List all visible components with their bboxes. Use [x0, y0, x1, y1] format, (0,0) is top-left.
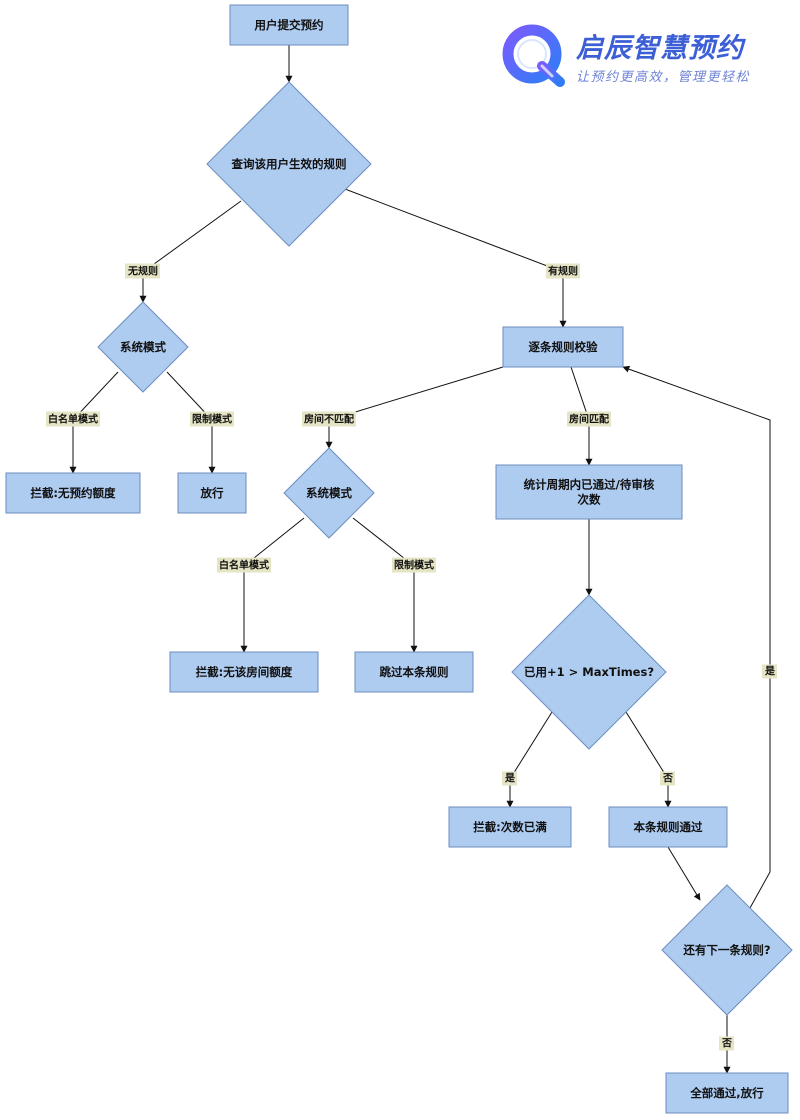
process-shape — [169, 651, 319, 693]
node-mode2: 系统模式 — [283, 447, 375, 539]
brand-logo-icon — [502, 24, 565, 87]
edge-label-text: 白名单模式 — [48, 413, 98, 426]
edge-label-mode1-allow1: 限制模式 — [190, 411, 234, 427]
node-pass: 本条规则通过 — [608, 806, 728, 848]
edge-label-text: 否 — [662, 773, 673, 785]
node-skip: 跳过本条规则 — [354, 651, 474, 693]
brand-slogan: 让预约更高效，管理更轻松 — [576, 70, 751, 85]
node-label: 跳过本条规则 — [380, 665, 449, 679]
edge-label-text: 否 — [721, 1038, 732, 1050]
process-shape — [608, 806, 728, 848]
process-shape — [502, 326, 624, 368]
edge-label-text: 是 — [764, 666, 775, 678]
edge-label-next-all: 否 — [719, 1036, 734, 1051]
edge-check-to-mode2 — [325, 366, 504, 449]
edge-query-to-mode1 — [139, 200, 242, 303]
edge-label-query-check: 有规则 — [546, 263, 580, 279]
node-check: 逐条规则校验 — [502, 326, 624, 368]
edge-next-to-check — [622, 365, 771, 909]
process-shape — [448, 806, 572, 848]
edge-label-text: 限制模式 — [394, 559, 434, 572]
node-block3: 拦截:次数已满 — [448, 806, 572, 848]
decision-shape — [97, 301, 189, 393]
node-next: 还有下一条规则? — [661, 884, 793, 1016]
edge-label-text: 白名单模式 — [219, 559, 269, 572]
edge-label-query-mode1: 无规则 — [125, 263, 160, 279]
node-mode1: 系统模式 — [97, 301, 189, 393]
edge-query-to-check — [336, 185, 567, 328]
edge-label-text: 有规则 — [548, 265, 578, 278]
brand-title: 启辰智慧预约 — [576, 33, 744, 64]
decision-shape — [206, 81, 372, 247]
node-label: 本条规则通过 — [634, 820, 703, 834]
edge-label-maxq-pass: 否 — [660, 771, 675, 786]
node-label: 拦截:次数已满 — [473, 820, 547, 834]
process-shape — [177, 472, 247, 514]
node-block1: 拦截:无预约额度 — [5, 472, 141, 514]
edge-label-next-check: 是 — [762, 664, 777, 679]
node-submit: 用户提交预约 — [229, 4, 349, 46]
node-label: 次数 — [578, 493, 601, 507]
node-label: 系统模式 — [306, 486, 352, 500]
edge-label-mode1-block1: 白名单模式 — [46, 411, 100, 427]
brand: 启辰智慧预约 让预约更高效，管理更轻松 — [502, 22, 792, 92]
node-query: 查询该用户生效的规则 — [206, 81, 372, 247]
edge-mode2-to-skip — [352, 517, 418, 653]
process-shape — [354, 651, 474, 693]
edge-label-text: 房间匹配 — [569, 413, 609, 426]
node-label: 查询该用户生效的规则 — [231, 157, 347, 171]
edge-maxq-to-block3 — [506, 711, 553, 808]
process-shape — [229, 4, 349, 46]
edge-label-text: 房间不匹配 — [304, 413, 354, 426]
node-label: 已用+1 > MaxTimes? — [524, 665, 654, 679]
node-label: 拦截:无预约额度 — [30, 486, 116, 500]
edge-maxq-to-pass — [625, 711, 672, 808]
edge-label-mode2-skip: 限制模式 — [392, 557, 436, 573]
edge-label-check-count: 房间匹配 — [567, 411, 611, 427]
edge-pass-to-next — [667, 846, 701, 901]
node-label: 拦截:无该房间额度 — [196, 665, 293, 679]
node-label: 还有下一条规则? — [682, 943, 770, 957]
edge-label-check-mode2: 房间不匹配 — [302, 411, 356, 427]
node-label: 统计周期内已通过/待审核 — [524, 478, 655, 492]
node-block2: 拦截:无该房间额度 — [169, 651, 319, 693]
edge-label-text: 无规则 — [127, 265, 158, 278]
node-label: 全部通过,放行 — [689, 1086, 764, 1100]
node-allow1: 放行 — [177, 472, 247, 514]
node-label: 逐条规则校验 — [529, 340, 598, 354]
edge-mode2-to-block2 — [240, 517, 305, 653]
edge-label-text: 是 — [504, 773, 515, 785]
decision-shape — [283, 447, 375, 539]
process-shape — [495, 464, 683, 520]
node-label: 用户提交预约 — [254, 18, 324, 32]
node-label: 系统模式 — [120, 340, 166, 354]
process-shape — [5, 472, 141, 514]
node-maxq: 已用+1 > MaxTimes? — [511, 594, 667, 750]
node-label: 放行 — [200, 486, 224, 500]
edge-label-mode2-block2: 白名单模式 — [217, 557, 271, 573]
node-all: 全部通过,放行 — [665, 1072, 789, 1114]
decision-shape — [661, 884, 793, 1016]
edge-label-text: 限制模式 — [192, 413, 232, 426]
decision-shape — [511, 594, 667, 750]
edge-label-maxq-block3: 是 — [502, 771, 517, 786]
process-shape — [665, 1072, 789, 1114]
